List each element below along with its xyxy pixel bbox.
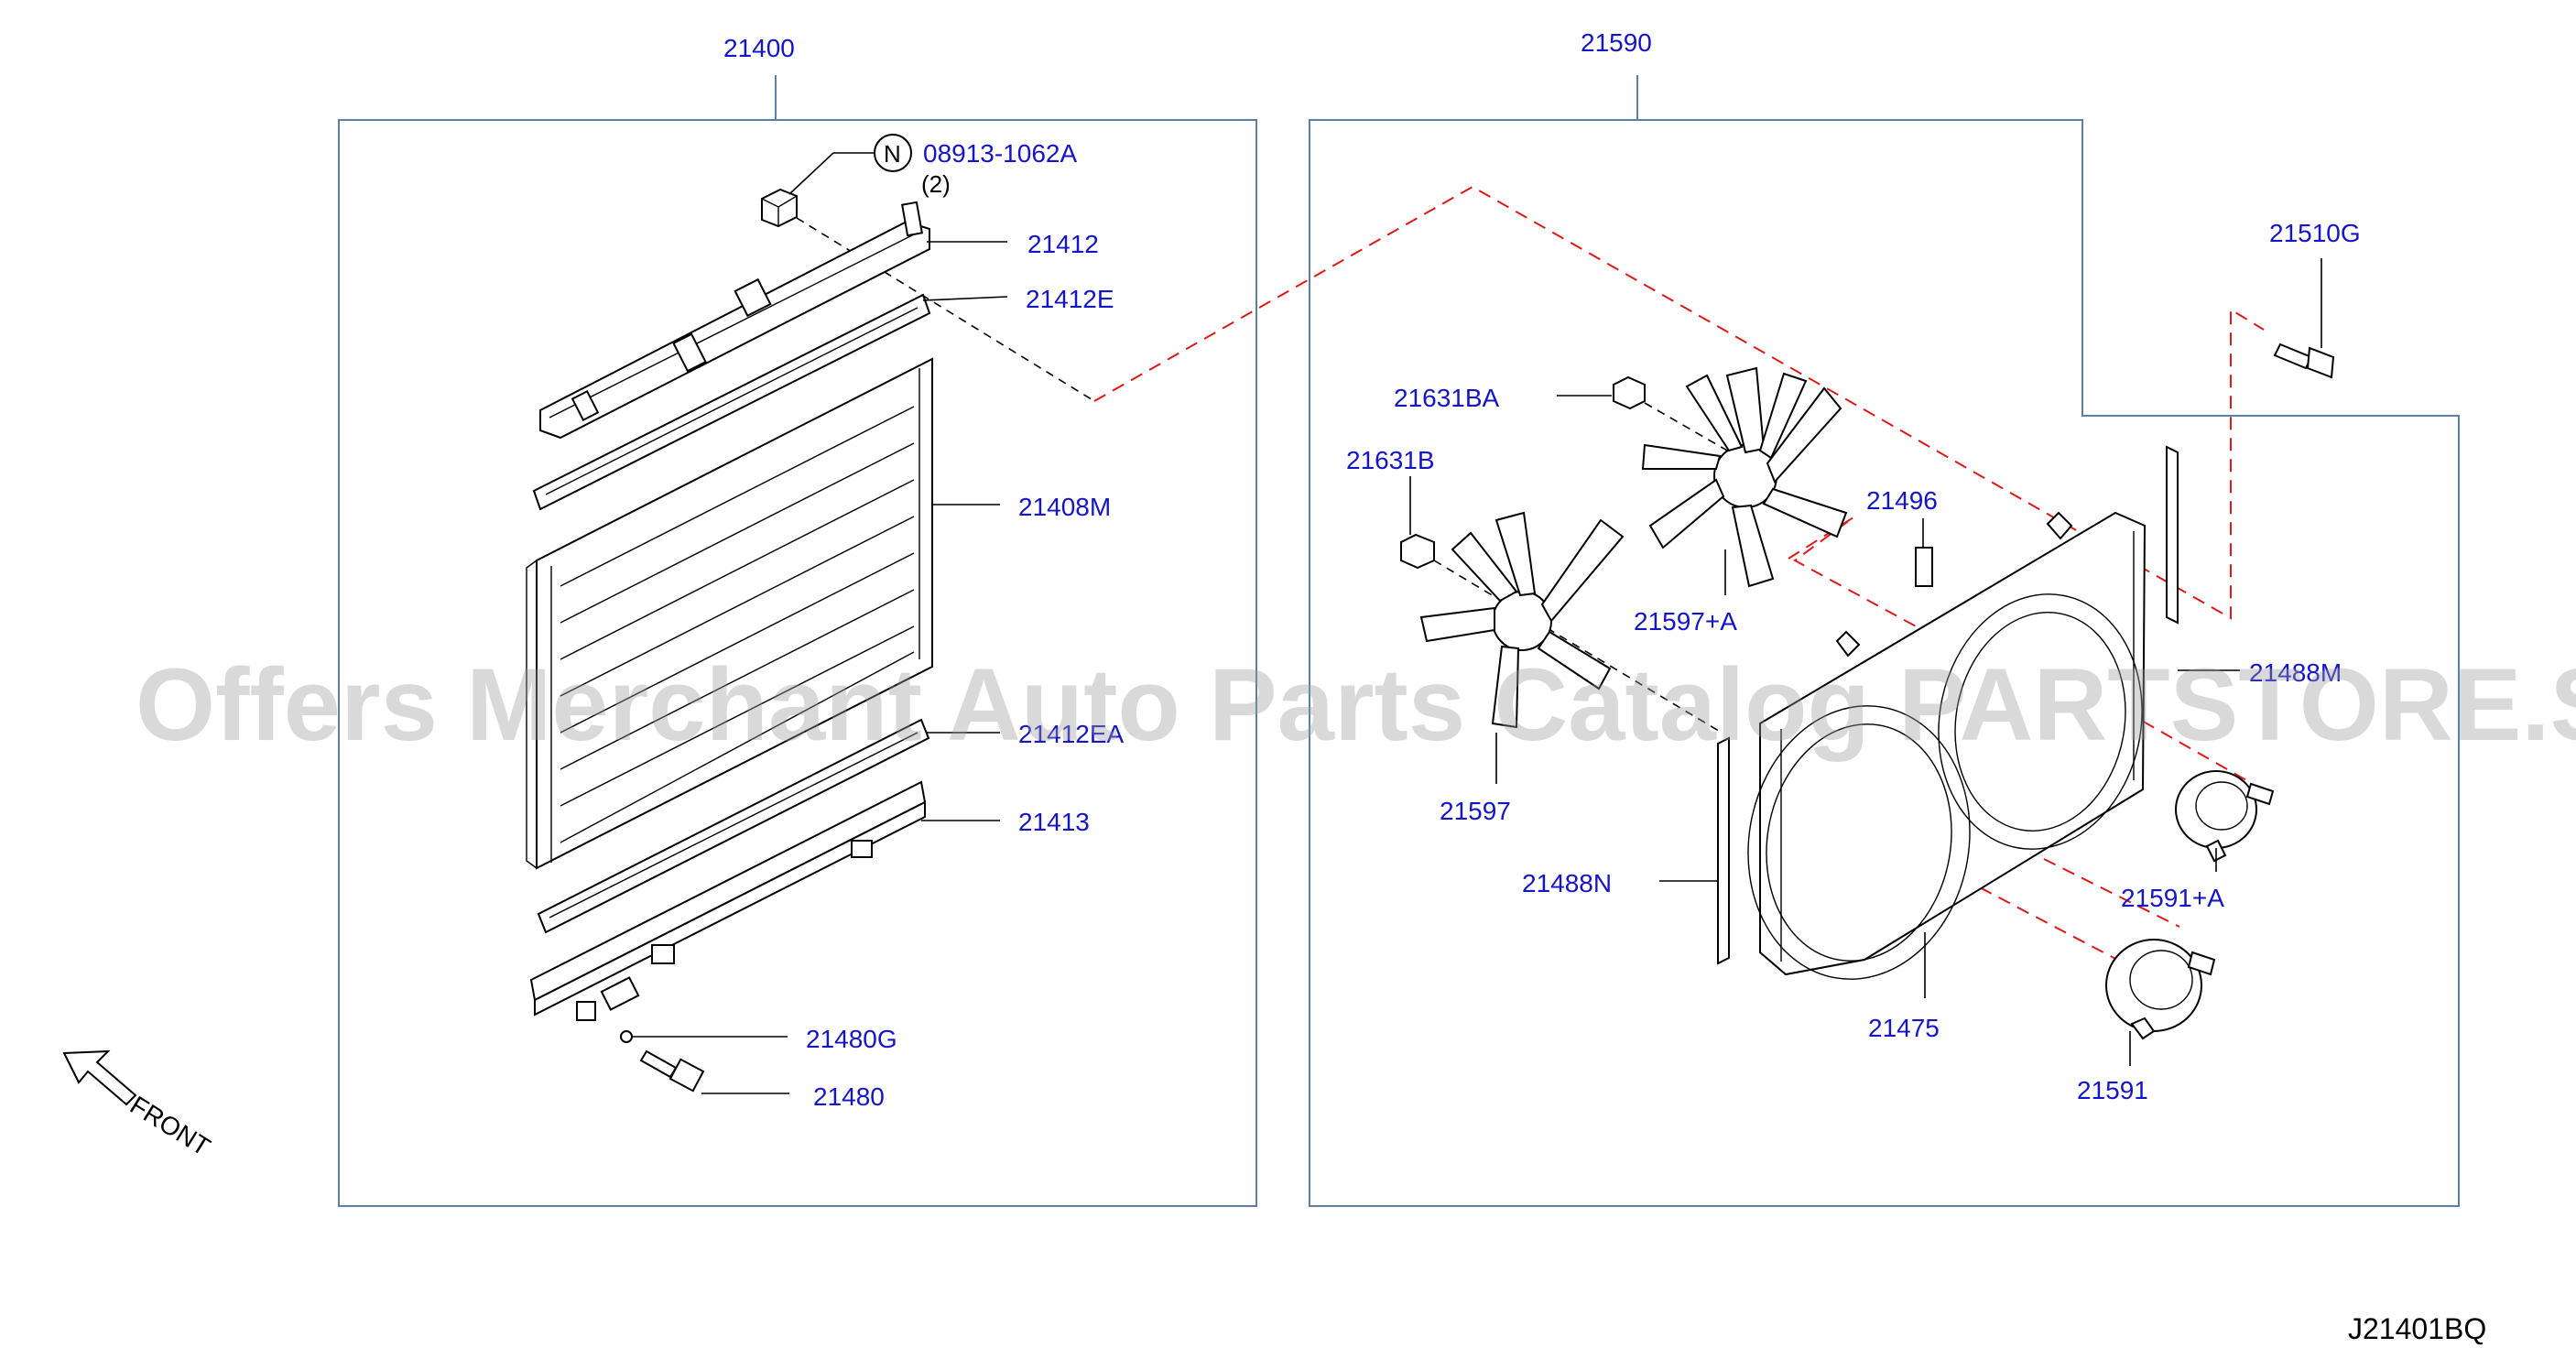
fan-nut-a xyxy=(1613,375,1646,410)
lower-tank xyxy=(529,780,927,1021)
label-nut-b: 21631B xyxy=(1346,446,1435,474)
hex-nut-top xyxy=(761,188,798,228)
label-lower-tank: 21413 xyxy=(1018,808,1090,836)
fan-blade-b xyxy=(1419,511,1625,729)
label-core: 21408M xyxy=(1018,493,1111,521)
radiator-core xyxy=(526,357,933,870)
fan-nut-b xyxy=(1400,533,1435,570)
radiator-group-frame xyxy=(338,119,1257,1207)
label-seal-right: 21488M xyxy=(2249,658,2342,687)
label-seal-left: 21488N xyxy=(1522,869,1612,897)
label-lower-seal: 21412EA xyxy=(1018,720,1125,748)
dash-nut-b-to-fan xyxy=(1433,560,1723,734)
warning-label-strip xyxy=(1915,547,1933,587)
label-drain-seal: 21480G xyxy=(806,1025,897,1053)
label-bolt: 21510G xyxy=(2269,219,2361,247)
label-nut-a: 21631BA xyxy=(1394,384,1500,412)
fan-shroud xyxy=(1747,511,2147,980)
red-dashed-connector-top xyxy=(1093,185,2265,620)
front-arrow-icon xyxy=(62,1049,137,1106)
radiator-group-number: 21400 xyxy=(723,34,795,62)
label-fan-b: 21597 xyxy=(1440,797,1511,825)
label-drain-plug: 21480 xyxy=(813,1082,885,1111)
label-upper-tank: 21412 xyxy=(1027,230,1099,258)
bolt-21510g xyxy=(2273,342,2335,379)
fan-group-number: 21590 xyxy=(1581,28,1652,57)
fan-group-frame xyxy=(1309,119,2460,1207)
label-upper-seal: 21412E xyxy=(1026,285,1114,313)
leader-nut-diag xyxy=(788,152,834,195)
upper-tank xyxy=(539,201,930,440)
figure-reference-code: J21401BQ xyxy=(2348,1312,2486,1345)
lower-seal-gasket xyxy=(537,718,930,934)
fan-motor-a xyxy=(2175,770,2275,863)
fan-motor-b xyxy=(2105,939,2216,1040)
seal-left-strip xyxy=(1717,736,1730,965)
drain-plug xyxy=(639,1049,705,1093)
fan-blade-a xyxy=(1641,366,1848,588)
n-marker-letter: N xyxy=(884,140,901,168)
label-warning-label: 21496 xyxy=(1866,486,1938,515)
dash-nut-a-to-fan xyxy=(1644,402,1741,459)
seal-right-strip xyxy=(2166,445,2179,625)
label-nut-spec: 08913-1062A xyxy=(923,139,1077,168)
drain-seal-ring xyxy=(620,1030,633,1043)
label-shroud: 21475 xyxy=(1868,1014,1940,1042)
upper-seal xyxy=(532,293,931,511)
leader-upper-seal xyxy=(922,296,1008,301)
label-fan-a: 21597+A xyxy=(1634,607,1737,636)
label-nut-qty: (2) xyxy=(921,170,951,198)
label-motor-a: 21591+A xyxy=(2121,884,2224,912)
front-direction-label: FRONT xyxy=(125,1091,215,1161)
label-motor-b: 21591 xyxy=(2077,1076,2148,1104)
catalog-watermark: Offers Merchant Auto Parts Catalog PARTS… xyxy=(136,647,2576,762)
